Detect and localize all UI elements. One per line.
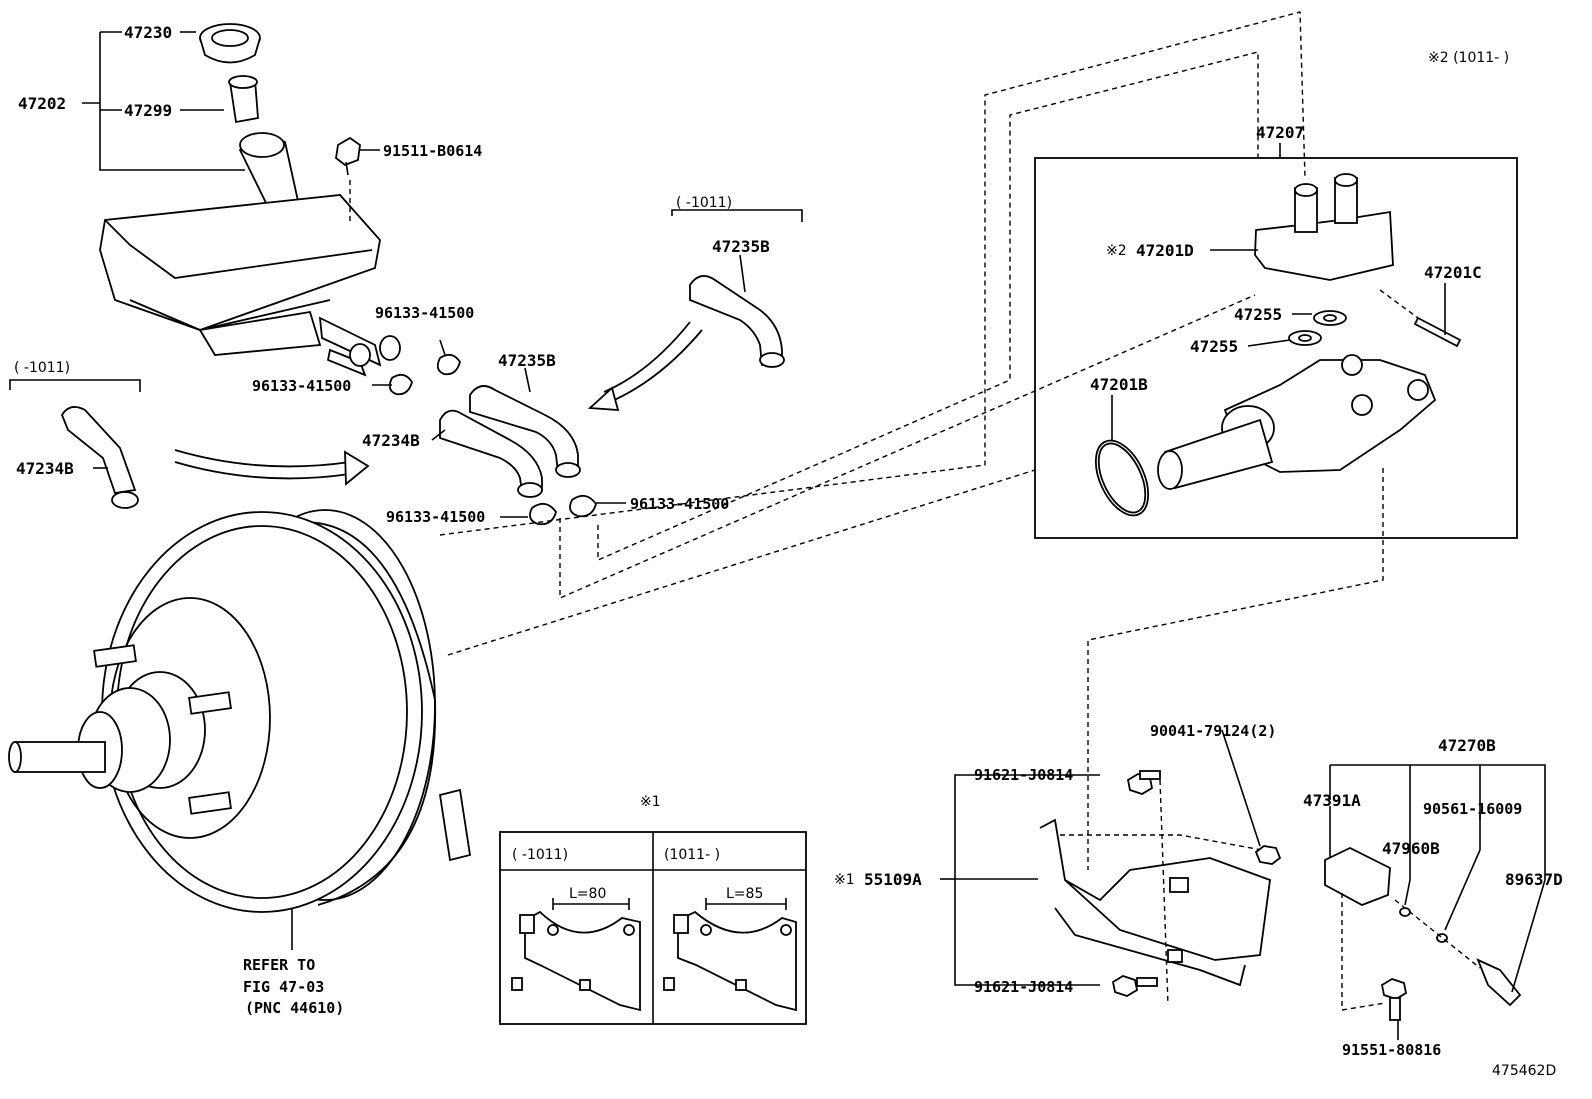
label-47230: 47230	[124, 23, 172, 42]
reservoir-group	[82, 23, 461, 396]
label-47201B: 47201B	[1090, 375, 1148, 394]
note-2-range: ※2 (1011- )	[1428, 50, 1509, 66]
label-fig-47-03: FIG 47-03	[243, 978, 324, 996]
bracket-sensor-group	[940, 729, 1546, 1040]
label-55109A: 55109A	[864, 870, 922, 889]
range-1011-left: ( -1011)	[14, 360, 70, 376]
inset-right-length: L=85	[726, 886, 763, 902]
inset-left-range: ( -1011)	[512, 847, 568, 863]
label-90041-79124: 90041-79124(2)	[1150, 722, 1276, 740]
brake-booster	[8, 469, 1036, 950]
label-47201C: 47201C	[1424, 263, 1482, 282]
hose-group	[9, 209, 803, 526]
label-91621-J0814-b: 91621-J0814	[974, 978, 1073, 996]
label-47235B-mid: 47235B	[498, 351, 556, 370]
label-47201D: 47201D	[1136, 241, 1194, 260]
label-47255-a: 47255	[1234, 305, 1282, 324]
inset-mark-1: ※1	[640, 794, 661, 810]
label-96133-41500-a: 96133-41500	[375, 304, 474, 322]
master-cylinder-box	[1034, 143, 1518, 539]
label-refer-to: REFER TO	[243, 956, 315, 974]
label-47234B-mid: 47234B	[362, 431, 420, 450]
inset-right-range: (1011- )	[664, 847, 720, 863]
figure-id: 475462D	[1492, 1063, 1556, 1079]
label-91621-J0814-a: 91621-J0814	[974, 766, 1073, 784]
label-96133-41500-c: 96133-41500	[386, 508, 485, 526]
label-91551-80816: 91551-80816	[1342, 1041, 1441, 1059]
label-47960B: 47960B	[1382, 839, 1440, 858]
label-47391A: 47391A	[1303, 791, 1361, 810]
label-47202: 47202	[18, 94, 66, 113]
range-1011-top: ( -1011)	[676, 195, 732, 211]
label-90561-16009: 90561-16009	[1423, 800, 1522, 818]
label-96133-41500-d: 96133-41500	[630, 495, 729, 513]
label-47207: 47207	[1256, 123, 1304, 142]
label-96133-41500-b: 96133-41500	[252, 377, 351, 395]
mark-1-55109A: ※1	[834, 872, 855, 888]
label-47299: 47299	[124, 101, 172, 120]
label-89637D: 89637D	[1505, 870, 1563, 889]
mark-2-47201D: ※2	[1106, 243, 1127, 259]
inset-note-1	[499, 831, 807, 1025]
label-47270B: 47270B	[1438, 736, 1496, 755]
label-47235B-top: 47235B	[712, 237, 770, 256]
label-47234B-left: 47234B	[16, 459, 74, 478]
label-pnc-44610: (PNC 44610)	[245, 999, 344, 1017]
inset-left-length: L=80	[569, 886, 606, 902]
label-91511-B0614: 91511-B0614	[383, 142, 482, 160]
label-47255-b: 47255	[1190, 337, 1238, 356]
